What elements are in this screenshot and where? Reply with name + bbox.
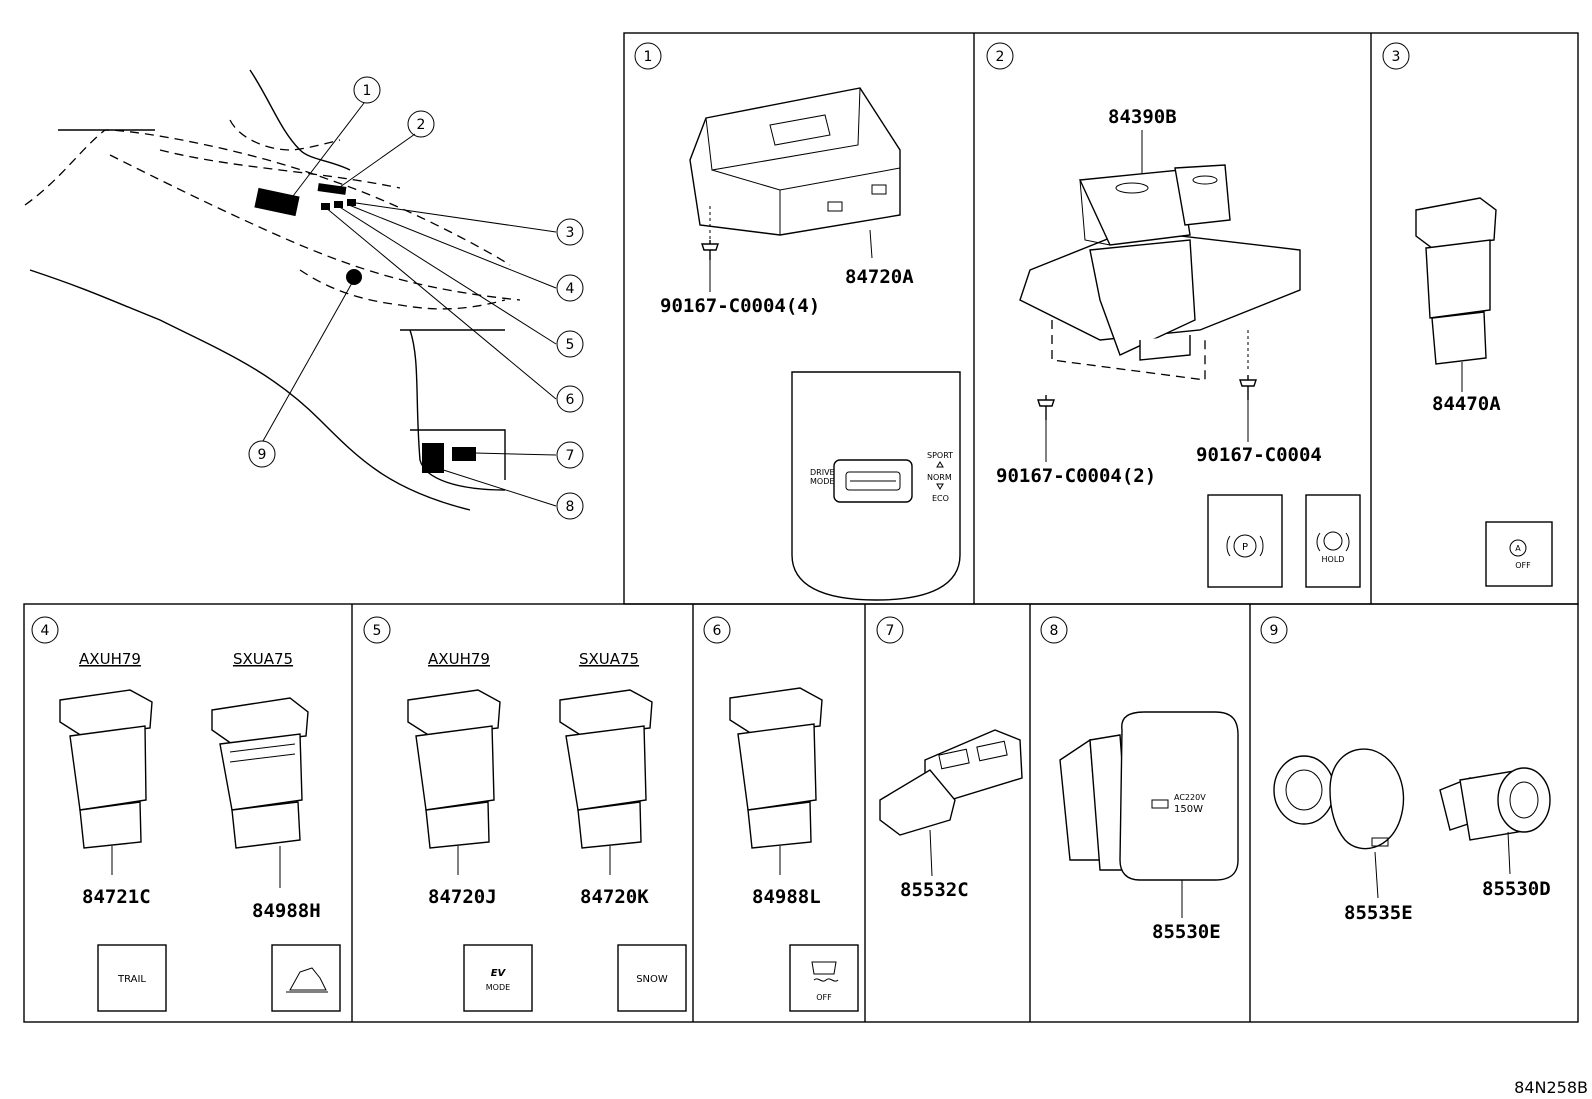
part-85530E: 85530E [1152, 921, 1221, 943]
panel-3-number: 3 [1392, 49, 1401, 65]
callout-6: 6 [566, 392, 575, 408]
part-85535E: 85535E [1344, 902, 1413, 924]
callout-2: 2 [417, 117, 426, 133]
callout-4: 4 [566, 281, 575, 297]
eco-label: ECO [932, 494, 949, 503]
traction-off-icon [789, 944, 859, 1012]
ev-mode-icon [463, 944, 533, 1012]
panel-7: 7 85532C [876, 616, 1023, 901]
mode-label: MODE [486, 983, 510, 992]
model-axuh79: AXUH79 [79, 650, 141, 668]
part-84720J: 84720J [428, 886, 497, 908]
panel-7-number: 7 [886, 623, 895, 639]
model-axuh79-5: AXUH79 [428, 650, 490, 668]
panel-6: 6 84988L OFF [703, 616, 859, 1012]
panel-3: 3 84470A A OFF [1382, 42, 1553, 587]
snow-mode-icon [617, 944, 687, 1012]
ev-label: EV [491, 968, 507, 979]
panel-5: 5 AXUH79 SXUA75 84720J 84720K EV MODE SN… [363, 616, 687, 1012]
part-85532C: 85532C [900, 879, 969, 901]
panel-4: 4 AXUH79 SXUA75 84721C 84988H TRAIL [31, 616, 341, 1012]
callout-9: 9 [258, 447, 267, 463]
parking-icon-letter: P [1242, 542, 1248, 553]
part-85530D: 85530D [1482, 878, 1551, 900]
trail-icon [97, 944, 167, 1012]
auto-hold-off-icon [1485, 521, 1553, 587]
part-84721C: 84721C [82, 886, 151, 908]
console-overview [24, 69, 557, 511]
panel-9: 9 85535E 85530D [1260, 616, 1551, 924]
part-84720K: 84720K [580, 886, 649, 908]
snow-label: SNOW [636, 974, 668, 985]
watt-label: 150W [1174, 804, 1203, 815]
auto-off-label: OFF [1515, 561, 1531, 570]
part-84470A: 84470A [1432, 393, 1501, 415]
part-84988L: 84988L [752, 886, 821, 908]
brake-hold-icon [1305, 494, 1361, 588]
model-sxua75-5: SXUA75 [579, 650, 639, 668]
panel-8-number: 8 [1050, 623, 1059, 639]
traction-off-label: OFF [816, 993, 832, 1002]
mode-label: MODE [810, 477, 834, 486]
panel-4-number: 4 [41, 623, 50, 639]
callout-8: 8 [566, 499, 575, 515]
callout-5: 5 [566, 337, 575, 353]
panel-8: 8 AC220V 150W 85530E [1040, 616, 1239, 943]
diagram-reference: 84N258B [1514, 1078, 1588, 1097]
terrain-mode-icon [271, 944, 341, 1012]
panel-5-number: 5 [373, 623, 382, 639]
trail-label: TRAIL [117, 974, 146, 985]
model-sxua75: SXUA75 [233, 650, 293, 668]
panel-2: 2 84390B 90167-C0004(2) 90167-C0004 P HO [986, 42, 1361, 588]
screw-right-label: 90167-C0004 [1196, 444, 1322, 466]
sport-label: SPORT [927, 451, 953, 460]
panel-2-number: 2 [996, 49, 1005, 65]
callout-1: 1 [363, 83, 372, 99]
parking-brake-icon [1207, 494, 1283, 588]
callout-7: 7 [566, 448, 575, 464]
overview-callouts: 1 2 3 4 5 6 9 7 8 [248, 76, 584, 520]
panel-1-number: 1 [644, 49, 653, 65]
part-84720A: 84720A [845, 266, 914, 288]
panel-9-number: 9 [1270, 623, 1279, 639]
auto-letter: A [1515, 544, 1521, 553]
screw-left-label: 90167-C0004(2) [996, 465, 1156, 487]
ac-label: AC220V [1174, 793, 1206, 802]
panel-6-number: 6 [713, 623, 722, 639]
screw-label: 90167-C0004(4) [660, 295, 820, 317]
hold-label: HOLD [1322, 555, 1345, 564]
part-84390B: 84390B [1108, 106, 1177, 128]
drive-label: DRIVE [810, 468, 835, 477]
callout-3: 3 [566, 225, 575, 241]
part-84988H: 84988H [252, 900, 321, 922]
norm-label: NORM [927, 473, 952, 482]
panel-frames [23, 32, 1579, 1023]
panel-1: 1 90167-C0004(4) 84720A DRIVE MODE SPORT… [634, 42, 961, 601]
